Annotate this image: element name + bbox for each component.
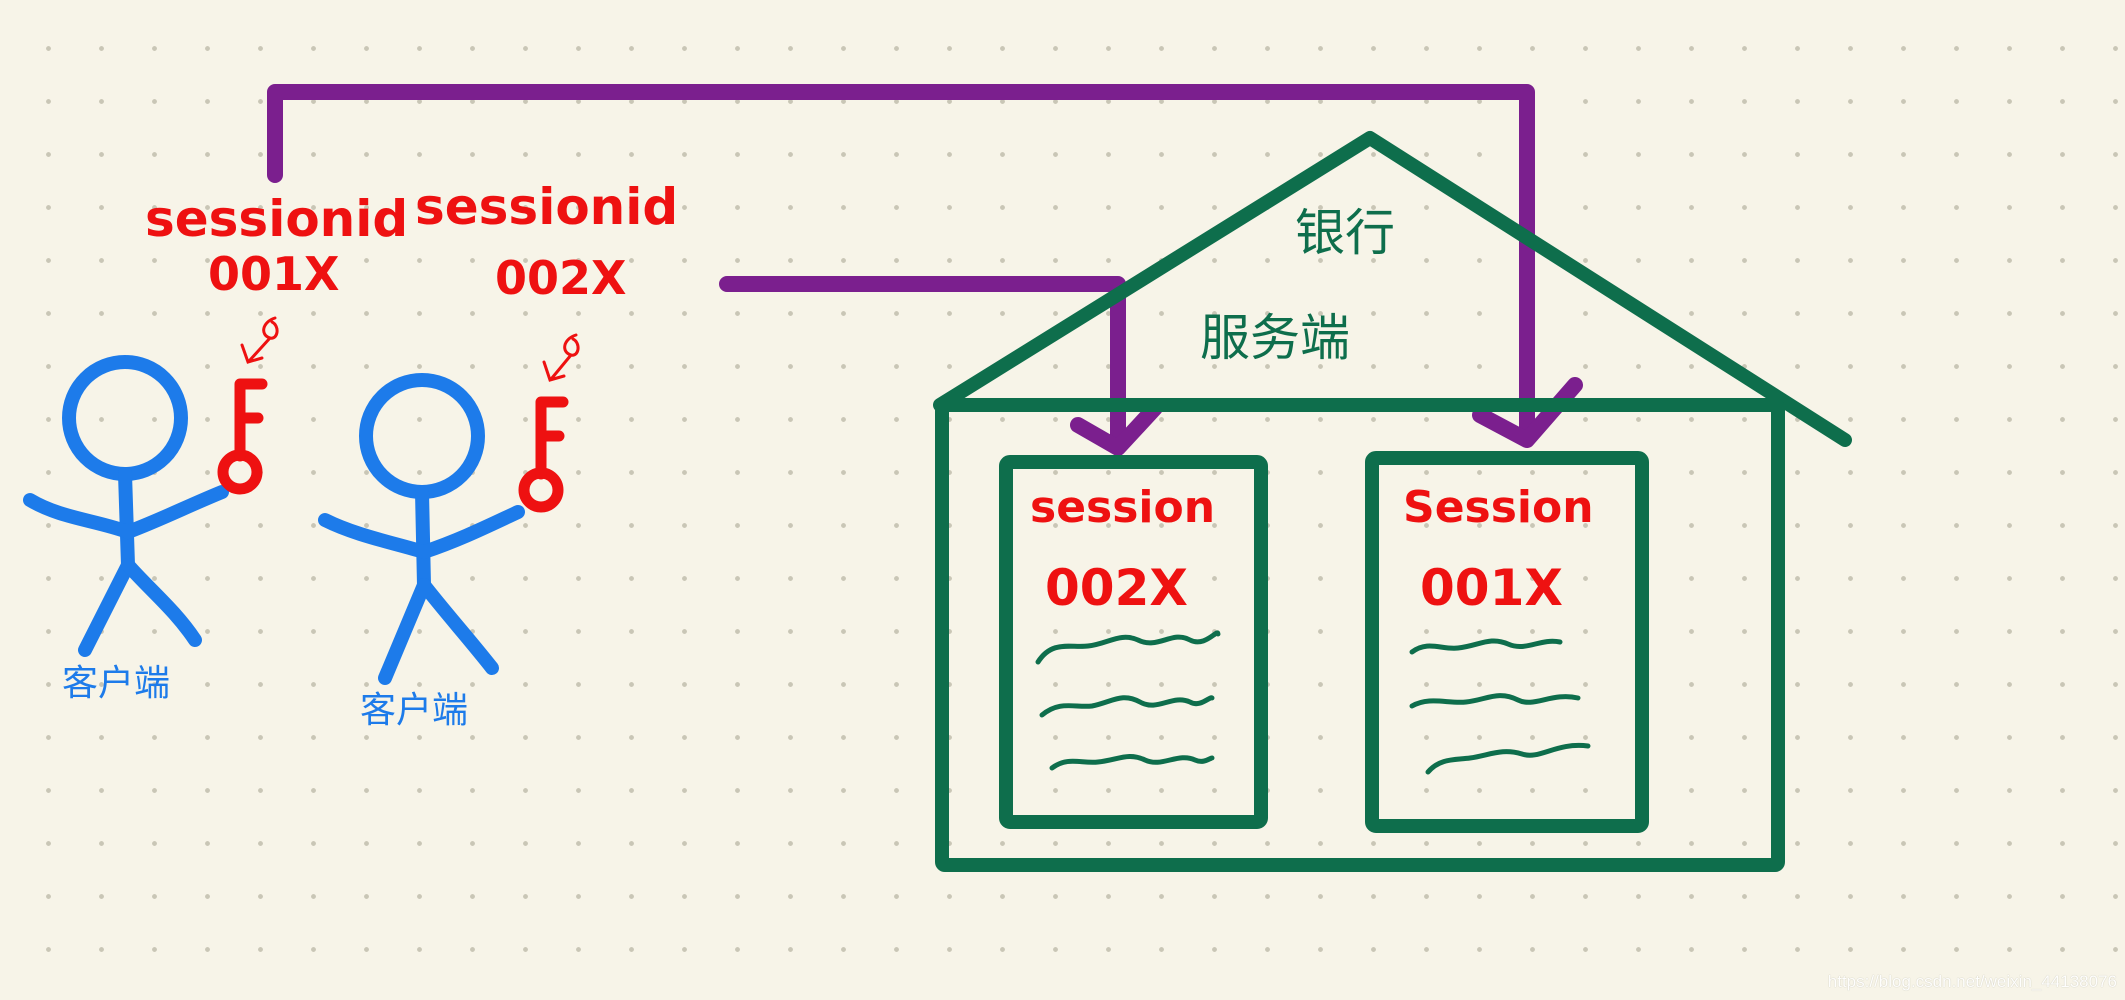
client-session-label: sessionid	[145, 190, 408, 248]
pointer-arrow-icon	[542, 333, 580, 382]
session-data-scribble	[1039, 695, 1215, 718]
arrow-client2-to-session-002x	[719, 276, 1163, 456]
client-session-label: sessionid	[415, 178, 678, 236]
arrow-line	[719, 276, 1126, 448]
client-label: 客户端	[62, 663, 170, 704]
client-2: sessionid 002X 客户端	[318, 178, 678, 731]
arrow-line	[267, 84, 1535, 438]
session-data-scribble	[1409, 638, 1563, 655]
client-session-value: 002X	[495, 251, 627, 305]
house-icon	[933, 131, 1852, 872]
key-icon	[518, 396, 569, 513]
session-card-frame	[999, 455, 1268, 829]
session-card-001x: Session 001X	[1365, 451, 1649, 833]
client-1: sessionid 001X 客户端	[23, 190, 408, 704]
session-card-title: session	[1030, 482, 1215, 533]
server-roof-label: 银行	[1295, 204, 1395, 262]
session-data-scribble	[1035, 630, 1221, 665]
session-card-id: 001X	[1420, 559, 1563, 617]
stick-figure-icon	[318, 373, 525, 685]
session-card-002x: session 002X	[999, 455, 1268, 829]
session-card-title: Session	[1403, 482, 1594, 533]
stick-figure-icon	[23, 355, 229, 657]
client-session-value: 001X	[208, 247, 340, 301]
session-data-scribble	[1425, 742, 1591, 775]
session-data-scribble	[1049, 754, 1215, 771]
session-card-frame	[1365, 451, 1649, 833]
key-icon	[217, 378, 268, 495]
house-body	[935, 398, 1785, 872]
server-label: 服务端	[1200, 309, 1350, 367]
house-roof	[933, 131, 1852, 447]
pointer-arrow-icon	[240, 316, 279, 364]
watermark: https://blog.csdn.net/weixin_44138076	[1827, 972, 2117, 991]
arrow-head	[1070, 400, 1163, 456]
session-data-scribble	[1409, 693, 1581, 709]
client-label: 客户端	[360, 690, 468, 731]
session-card-id: 002X	[1045, 559, 1188, 617]
